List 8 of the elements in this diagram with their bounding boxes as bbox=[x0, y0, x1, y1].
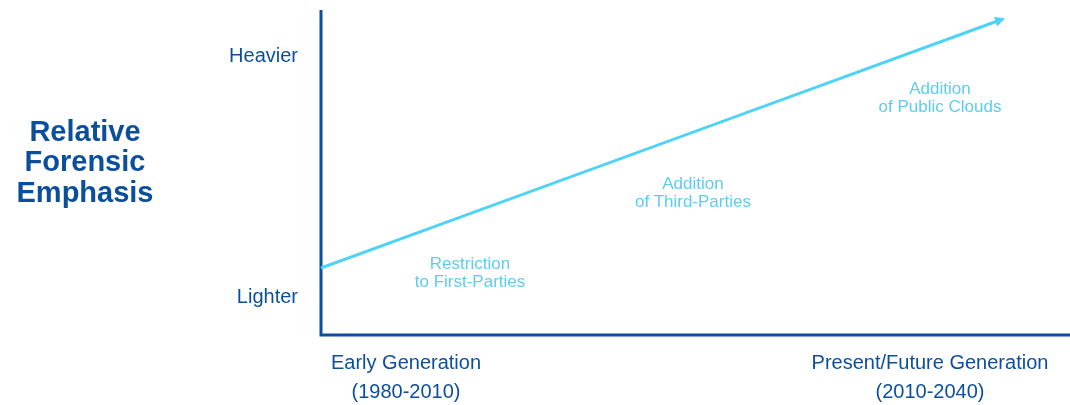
axis-tick-label: Heavier bbox=[228, 45, 298, 66]
axis-category-label: Present/Future Generation (2010-2040) bbox=[810, 350, 1050, 404]
axis-title: Relative Forensic Emphasis bbox=[15, 116, 155, 208]
trend-annotation: Addition of Public Clouds bbox=[877, 80, 1003, 116]
axis-category-label: Early Generation (1980-2010) bbox=[329, 350, 483, 404]
axis-tick-label: Lighter bbox=[235, 286, 298, 307]
trend-annotation: Addition of Third-Parties bbox=[634, 175, 752, 211]
trend-annotation: Restriction to First-Parties bbox=[413, 255, 527, 291]
